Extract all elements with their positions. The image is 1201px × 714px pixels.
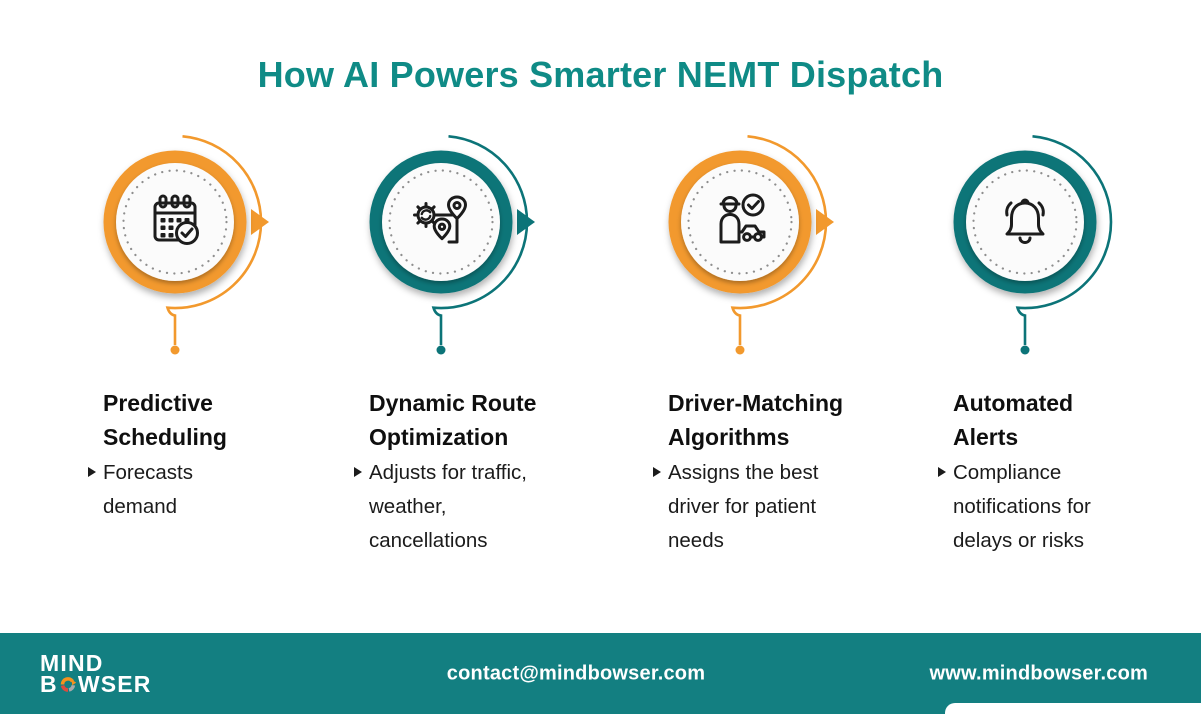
bullet-line: Assigns the best bbox=[668, 461, 819, 484]
bullet-line: driver for patient bbox=[668, 495, 817, 518]
bullet-line: delays or risks bbox=[953, 529, 1085, 552]
predictive-scheduling-badge bbox=[103, 135, 269, 355]
orbit-arc bbox=[431, 135, 529, 345]
dotted-border bbox=[972, 169, 1078, 275]
feature-bullet: Adjusts for traffic, weather, cancellation… bbox=[351, 456, 598, 558]
page-title: How AI Powers Smarter NEMT Dispatch bbox=[257, 54, 944, 96]
bullet-line: Compliance bbox=[953, 461, 1062, 484]
connector-dot bbox=[1020, 345, 1030, 355]
bullet-line: cancellations bbox=[369, 529, 488, 552]
next-arrow-icon bbox=[251, 209, 269, 235]
heading-line: Dynamic Route bbox=[369, 390, 537, 416]
next-arrow-icon bbox=[517, 209, 535, 235]
calendar-check-icon bbox=[153, 194, 199, 245]
badge-inner-circle bbox=[116, 163, 234, 281]
bullet-line: weather, bbox=[369, 495, 447, 518]
feature-bullet: Forecasts demand bbox=[85, 456, 332, 524]
footer-bar: MIND B WSER contact@mindbowser.com www.m… bbox=[0, 633, 1201, 714]
bullet-text: Adjusts for traffic, weather, cancellation… bbox=[369, 456, 527, 558]
route-pins-gear-icon bbox=[413, 195, 467, 244]
logo-text-wser: WSER bbox=[77, 670, 152, 697]
dotted-border bbox=[122, 169, 228, 275]
driver-matching-algorithms-badge bbox=[668, 135, 834, 355]
orbit-arc bbox=[1015, 135, 1113, 345]
bullet-line: notifications for bbox=[953, 495, 1091, 518]
orbit-arc bbox=[165, 135, 263, 345]
bullet-text: Forecasts demand bbox=[103, 456, 193, 524]
bell-alert-icon bbox=[1005, 198, 1045, 244]
dotted-border bbox=[388, 169, 494, 275]
bullet-line: Adjusts for traffic, bbox=[369, 461, 527, 484]
dotted-border bbox=[687, 169, 793, 275]
feature-bullet: Compliance notifications for delays or ris… bbox=[935, 456, 1182, 558]
orbit-arc bbox=[730, 135, 828, 345]
dynamic-route-optimization-badge bbox=[369, 135, 535, 355]
bullet-line: demand bbox=[103, 495, 178, 518]
heading-line: Driver-Matching bbox=[668, 390, 844, 416]
feature-bullet: Assigns the best driver for patient needs bbox=[650, 456, 897, 558]
bullet-triangle-icon bbox=[653, 467, 661, 477]
heading-line: Optimization bbox=[369, 424, 509, 450]
heading-line: Automated bbox=[953, 390, 1074, 416]
mindbowser-logo: MIND B WSER bbox=[40, 649, 152, 697]
heading-line: Alerts bbox=[953, 424, 1019, 450]
connector-dot bbox=[170, 345, 180, 355]
connector-dot bbox=[436, 345, 446, 355]
automated-alerts-badge bbox=[953, 135, 1113, 355]
badge-inner-circle bbox=[966, 163, 1084, 281]
bullet-triangle-icon bbox=[88, 467, 96, 477]
bullet-line: Forecasts bbox=[103, 461, 193, 484]
website-url: www.mindbowser.com bbox=[929, 662, 1148, 684]
heading-line: Algorithms bbox=[668, 424, 790, 450]
connector-dot bbox=[735, 345, 745, 355]
logo-text-b: B bbox=[40, 670, 58, 697]
next-arrow-icon bbox=[816, 209, 834, 235]
bullet-triangle-icon bbox=[938, 467, 946, 477]
bullet-text: Compliance notifications for delays or ris… bbox=[953, 456, 1091, 558]
heading-line: Predictive bbox=[103, 390, 213, 416]
bullet-line: needs bbox=[668, 529, 724, 552]
logo-line-1: MIND bbox=[40, 649, 152, 676]
logo-swirl-o-icon bbox=[60, 677, 77, 692]
bullet-triangle-icon bbox=[354, 467, 362, 477]
heading-line: Scheduling bbox=[103, 424, 227, 450]
logo-line-2: B WSER bbox=[40, 670, 152, 697]
footer-corner-cutout bbox=[945, 703, 1201, 714]
logo-text-mind: MIND bbox=[40, 649, 104, 676]
driver-vehicle-check-icon bbox=[719, 193, 766, 244]
contact-email: contact@mindbowser.com bbox=[446, 662, 706, 684]
bullet-text: Assigns the best driver for patient needs bbox=[668, 456, 818, 558]
